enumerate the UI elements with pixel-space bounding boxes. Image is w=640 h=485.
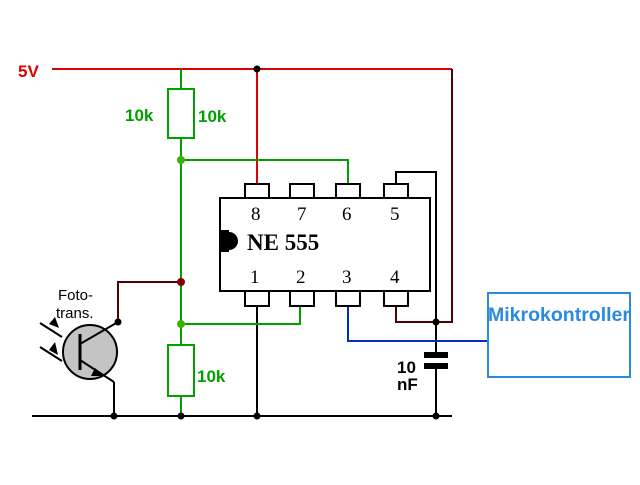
chip-body [219,197,431,292]
pin2-pad [289,290,315,307]
pin3-pad [335,290,361,307]
pin1-pad [244,290,270,307]
photo-label-line2: trans. [56,305,94,322]
supply-rail [52,68,452,184]
divider-network [180,69,349,416]
microcontroller-label: Mikrokontroller [488,305,631,326]
junctions [110,65,440,420]
pin6-wire [181,159,349,184]
resistor-bottom-label: 10k [197,367,226,386]
output-wire [347,306,488,342]
microcontroller-box [487,292,631,378]
pin5-cap-wire [395,171,437,352]
pin5-pad [383,183,409,199]
capacitor [424,352,448,369]
pin8-label: 8 [251,204,261,225]
reset-wire [395,69,453,323]
light-arrow-2 [39,346,63,362]
photo-label-line1: Foto- [58,287,93,304]
ne555-chip: NE 555 8 7 6 5 1 2 3 4 [219,183,431,307]
pin8-pad [244,183,270,199]
pin1-label: 1 [250,267,260,288]
pin7-label: 7 [297,204,307,225]
supply-label: 5V [18,62,39,81]
photo-body [62,324,118,380]
pin7-pad [289,183,315,199]
pin2-wire [181,306,301,325]
resistor-bottom [167,344,195,397]
cap-unit-label: nF [397,375,418,394]
pin6-label: 6 [342,204,352,225]
pin5-label: 5 [390,204,400,225]
resistor-top-left-label: 10k [125,106,154,125]
pin4-pad [383,290,409,307]
pin3-label: 3 [342,267,352,288]
light-arrow-1 [39,322,63,338]
cap-value-label: 10 [397,358,416,377]
chip-name: NE 555 [247,230,319,255]
photo-collector-wire [117,281,181,322]
resistor-top-right-label: 10k [198,107,227,126]
pin4-label: 4 [390,267,400,288]
resistor-top [167,88,195,139]
pin2-label: 2 [296,267,306,288]
phototransistor [39,317,119,383]
pin6-pad [335,183,361,199]
